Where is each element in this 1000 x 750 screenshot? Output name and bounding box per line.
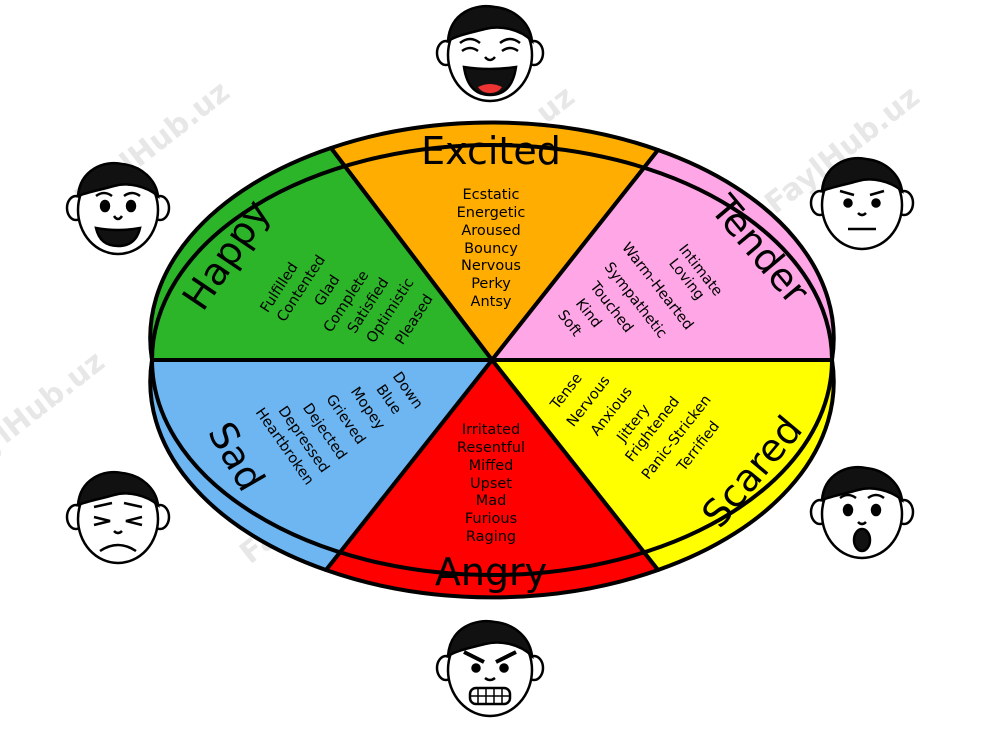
category-label-excited: Excited	[421, 129, 561, 173]
word-item: Perky	[471, 276, 511, 292]
crying-face-icon	[65, 470, 171, 565]
word-item: Nervous	[461, 258, 521, 274]
sector-angry	[324, 358, 660, 600]
word-item: Ecstatic	[463, 187, 520, 203]
sector-tender	[490, 148, 836, 362]
shocked-face-icon	[809, 465, 915, 560]
wheel-outline	[150, 143, 834, 577]
angry-face-icon	[435, 619, 545, 718]
laughing-face-icon	[435, 4, 545, 103]
word-item: Bouncy	[464, 241, 518, 257]
word-item: Mad	[476, 493, 507, 509]
watermark: FaylHub.uz	[0, 344, 112, 486]
word-list-excited: Ecstatic Energetic Aroused Bouncy Nervou…	[457, 187, 526, 310]
word-item: Raging	[466, 529, 516, 545]
word-item: Irritated	[462, 422, 520, 438]
sector-sad	[148, 358, 494, 572]
word-item: Resentful	[457, 440, 525, 456]
word-item: Upset	[470, 476, 512, 492]
sector-happy	[148, 146, 494, 362]
smiling-face-icon	[65, 161, 171, 256]
sector-excited	[329, 120, 660, 362]
neutral-face-icon	[809, 156, 915, 251]
word-item: Energetic	[457, 205, 526, 221]
word-item: Antsy	[471, 294, 512, 310]
word-item: Miffed	[469, 458, 514, 474]
word-item: Aroused	[461, 223, 520, 239]
category-label-angry: Angry	[435, 550, 547, 594]
word-list-angry: Irritated Resentful Miffed Upset Mad Fur…	[457, 422, 525, 545]
sector-scared	[490, 358, 836, 572]
word-item: Furious	[465, 511, 517, 527]
